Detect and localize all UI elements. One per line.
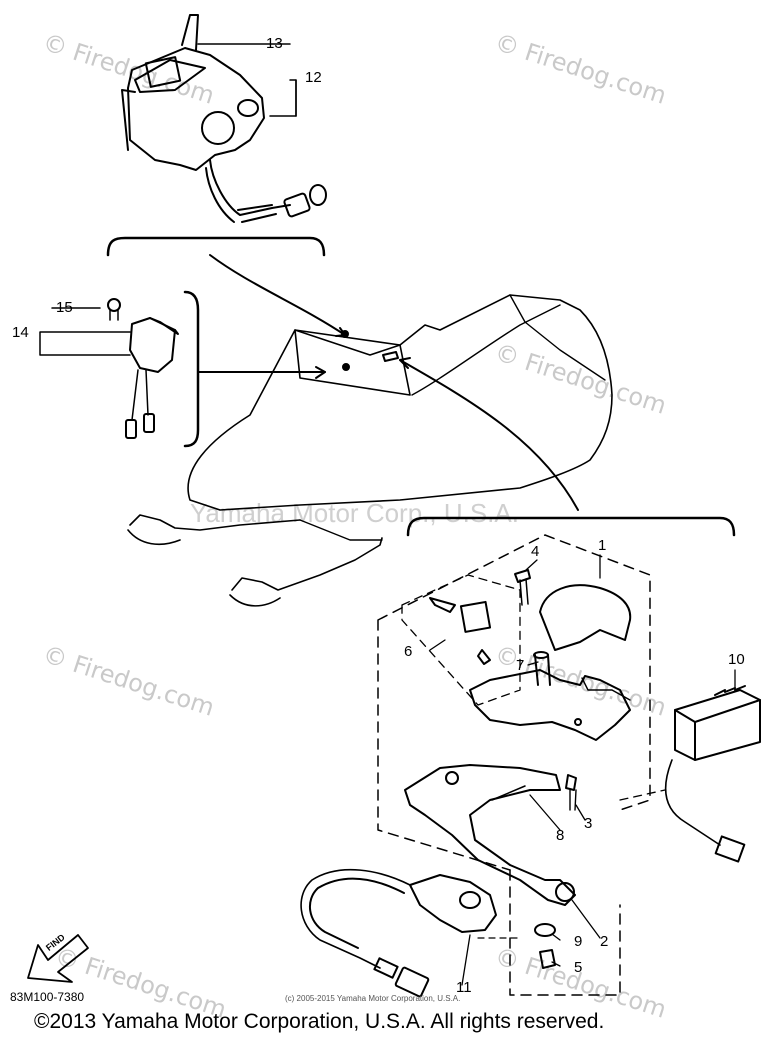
brake-lever-assembly-drawing <box>300 534 761 998</box>
find-arrow-icon <box>27 934 89 983</box>
callout-7: 7 <box>516 657 525 674</box>
throttle-housing-drawing <box>121 14 327 223</box>
light-harness-drawing <box>39 290 326 448</box>
callout-12: 12 <box>305 69 322 86</box>
callout-14: 14 <box>12 324 29 341</box>
group-bracket <box>406 516 736 537</box>
callout-4: 4 <box>531 543 540 560</box>
group-bracket <box>106 236 326 257</box>
callout-10: 10 <box>728 651 745 668</box>
callout-8: 8 <box>556 827 565 844</box>
callout-15: 15 <box>56 299 73 316</box>
small-copyright: (c) 2005-2015 Yamaha Motor Corporation, … <box>285 994 461 1003</box>
callout-13: 13 <box>266 35 283 52</box>
callout-5: 5 <box>574 959 583 976</box>
callout-9: 9 <box>574 933 583 950</box>
callout-11: 11 <box>456 979 472 996</box>
callout-1: 1 <box>598 537 607 554</box>
diagram-code: 83M100-7380 <box>10 990 85 1004</box>
snowmobile-drawing <box>127 294 613 607</box>
callout-2: 2 <box>600 933 609 950</box>
copyright-footer: ©2013 Yamaha Motor Corporation, U.S.A. A… <box>34 1010 605 1033</box>
callout-3: 3 <box>584 815 593 832</box>
callout-6: 6 <box>404 643 413 660</box>
